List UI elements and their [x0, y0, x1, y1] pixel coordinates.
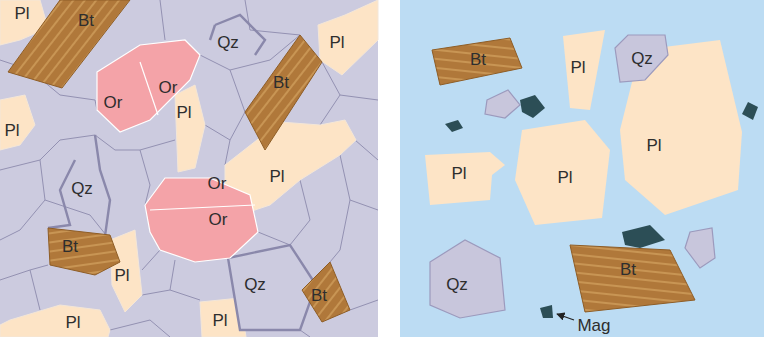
mineral-label: Bt: [470, 51, 486, 68]
mineral-label: Pl: [269, 168, 284, 185]
mineral-label: Or: [104, 94, 123, 111]
mineral-label: Pl: [65, 314, 80, 331]
mineral-label: Pl: [4, 122, 19, 139]
mineral-label: Qz: [446, 276, 468, 293]
mineral-label: Or: [159, 79, 178, 96]
mineral-label: Bt: [78, 12, 94, 29]
mineral-label: Pl: [646, 137, 661, 154]
mineral-label: Bt: [311, 287, 327, 304]
mineral-label: Or: [208, 175, 227, 192]
mineral-label: Pl: [114, 267, 129, 284]
mineral-label: Qz: [244, 276, 266, 293]
mineral-label: Pl: [557, 169, 572, 186]
plutonic-panel: [0, 0, 378, 337]
mineral-label: Pl: [329, 34, 344, 51]
mineral-label: Mag: [577, 317, 610, 334]
mineral-label: Pl: [14, 5, 29, 22]
mineral-label: Bt: [620, 261, 636, 278]
mineral-label: Pl: [451, 165, 466, 182]
mineral-label: Qz: [631, 50, 653, 67]
mineral-label: Bt: [62, 238, 78, 255]
mineral-label: Qz: [71, 180, 93, 197]
leader-arrow: [557, 314, 574, 320]
volcanic-panel: [400, 0, 764, 337]
mineral-label: Pl: [212, 312, 227, 329]
mineral-label: Or: [209, 211, 228, 228]
mineral-label: Pl: [176, 104, 191, 121]
mineral-label: Bt: [273, 74, 289, 91]
mineral-label: Qz: [217, 34, 239, 51]
mineral-label: Pl: [570, 59, 585, 76]
